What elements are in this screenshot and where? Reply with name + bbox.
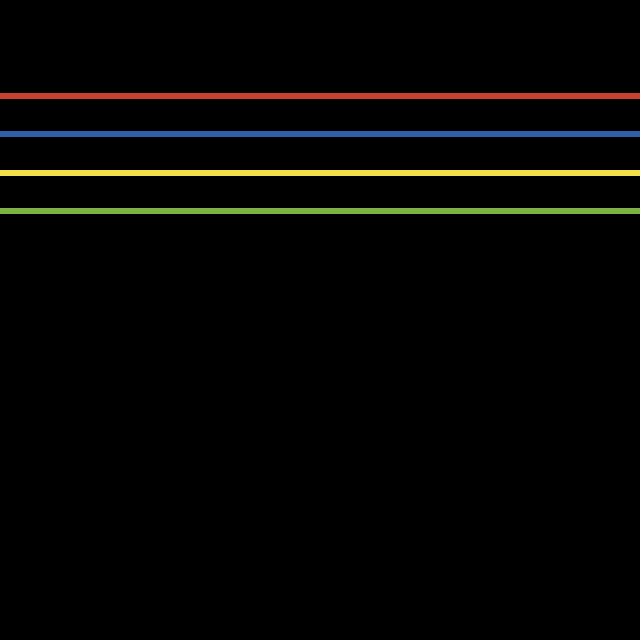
blue-stripe xyxy=(0,131,640,137)
yellow-stripe xyxy=(0,170,640,176)
red-stripe xyxy=(0,93,640,99)
green-stripe xyxy=(0,208,640,214)
